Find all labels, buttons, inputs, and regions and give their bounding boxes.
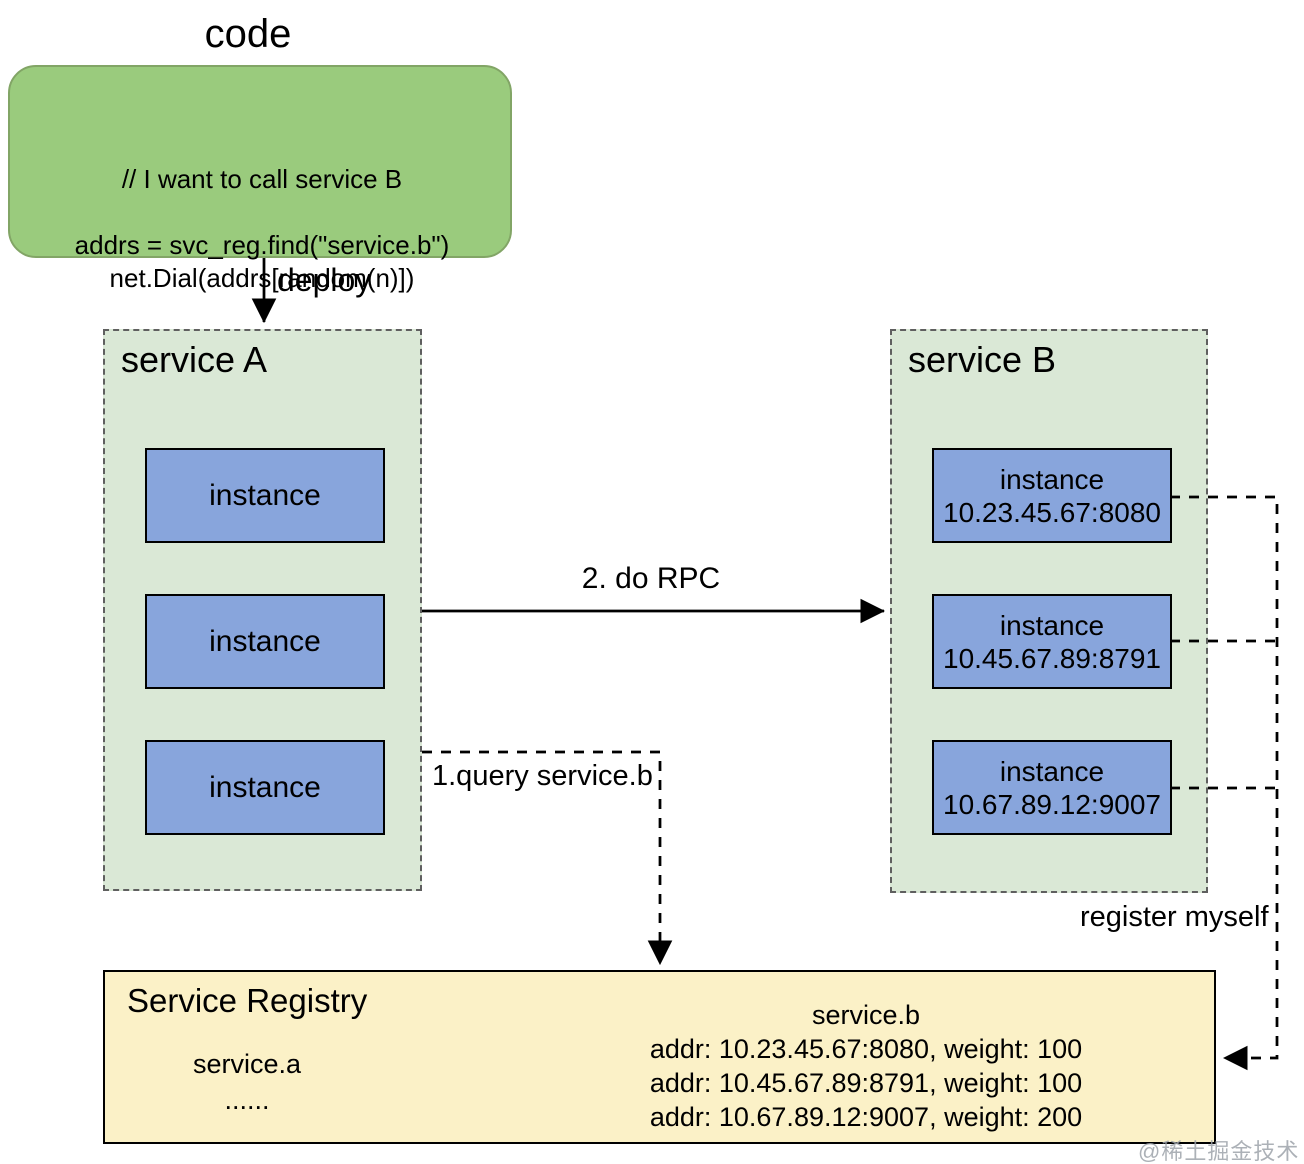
service-registry-box: Service Registry service.a ...... servic… [103,970,1216,1144]
instance-label: instance [209,478,321,512]
service-b-instance-3: instance 10.67.89.12:9007 [932,740,1172,835]
registry-service-a-name: service.a [192,1049,302,1079]
instance-address: 10.67.89.12:9007 [943,788,1161,820]
watermark: @稀土掘金技术社区 [1138,1139,1300,1164]
instance-label: instance [999,609,1105,641]
registry-ellipsis: ...... [224,1085,270,1115]
instance-address: 10.45.67.89:8791 [943,642,1161,674]
service-b-instance-1: instance 10.23.45.67:8080 [932,448,1172,543]
service-a-title: service A [121,339,268,380]
instance-label: instance [209,624,321,658]
registry-service-a-entry: service.a ...... [147,1046,347,1118]
service-a-instance-2: instance [145,594,385,689]
service-a-container: service A instance instance instance [103,329,422,891]
code-line-dial: net.Dial(addrs[random(n)]) [109,263,415,293]
rpc-label: 2. do RPC [581,562,721,595]
service-a-instance-3: instance [145,740,385,835]
instance-address: 10.23.45.67:8080 [943,496,1161,528]
code-line-blank [18,196,506,229]
code-title: code [204,12,292,56]
code-line-comment: // I want to call service B [121,164,403,194]
registry-service-b-entry: service.b addr: 10.23.45.67:8080, weight… [583,998,1149,1134]
code-box: // I want to call service B addrs = svc_… [8,65,512,293]
service-registry-title: Service Registry [127,982,368,1019]
instance-label: instance [999,463,1105,495]
service-a-instance-1: instance [145,448,385,543]
registry-record: addr: 10.67.89.12:9007, weight: 200 [649,1102,1083,1132]
query-label: 1.query service.b [432,760,653,792]
registry-record: addr: 10.23.45.67:8080, weight: 100 [649,1034,1083,1064]
deploy-label: deploy [277,262,372,298]
code-line-find: addrs = svc_reg.find("service.b") [74,230,450,260]
service-b-container: service B instance 10.23.45.67:8080 inst… [890,329,1208,893]
code-snippet: // I want to call service B addrs = svc_… [18,163,506,295]
registry-service-b-name: service.b [811,1000,921,1030]
service-b-instance-2: instance 10.45.67.89:8791 [932,594,1172,689]
registry-record: addr: 10.45.67.89:8791, weight: 100 [649,1068,1083,1098]
service-b-title: service B [908,339,1057,380]
instance-label: instance [999,755,1105,787]
instance-label: instance [209,770,321,804]
register-label: register myself [1080,901,1269,933]
